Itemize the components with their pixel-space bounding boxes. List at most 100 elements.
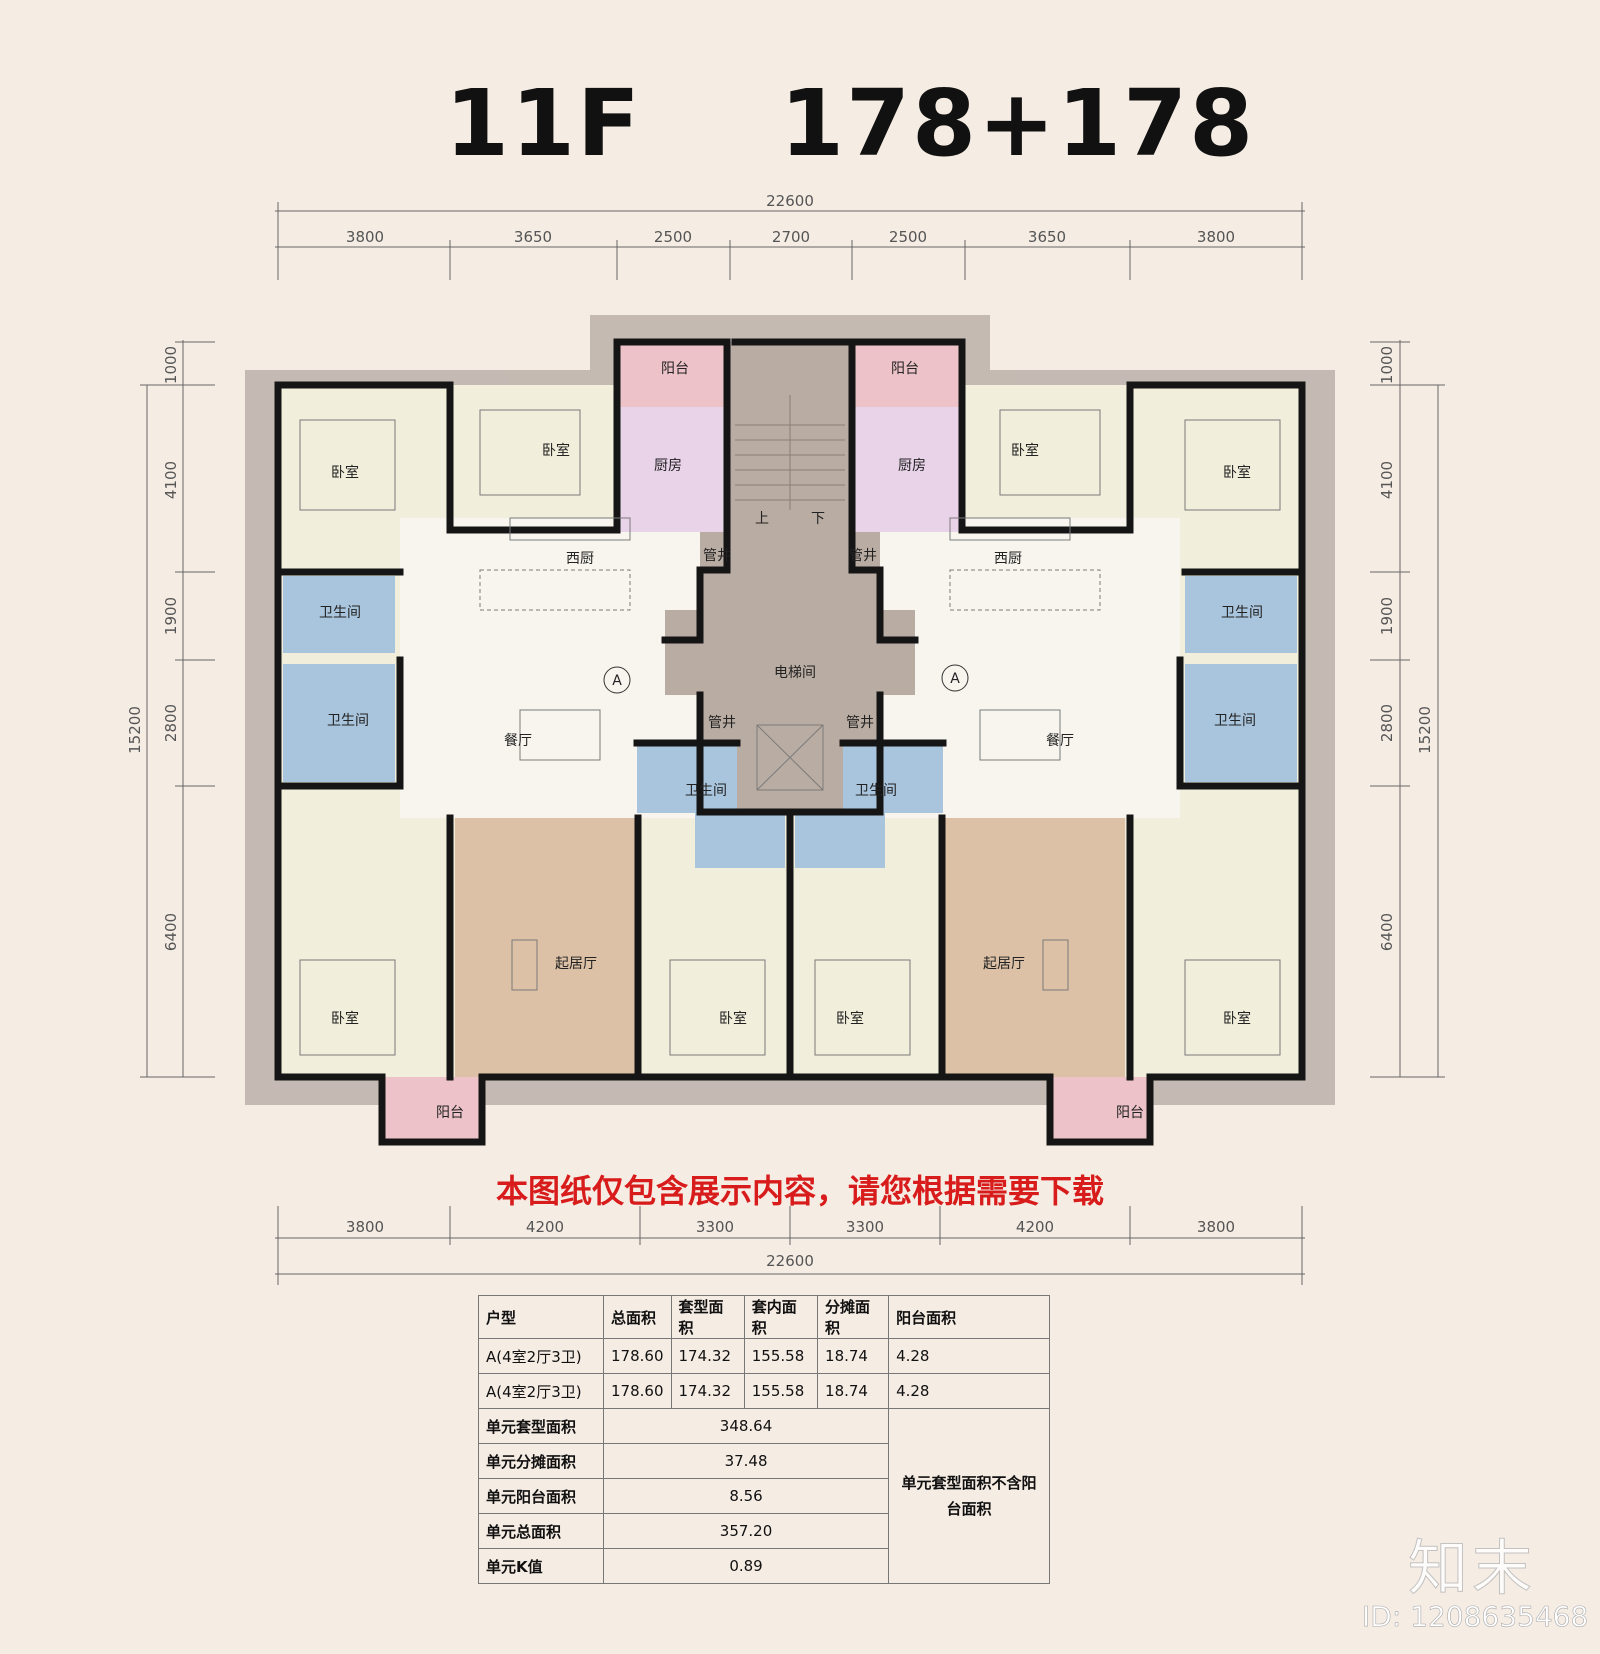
right-dim-labels: 1000 4100 1900 2800 6400 15200: [1378, 346, 1434, 951]
table-cell: 178.60: [603, 1338, 672, 1374]
table-header: 套型面积: [670, 1295, 745, 1339]
table-cell: 4.28: [888, 1373, 1050, 1409]
stair-down-label: 下: [811, 511, 825, 527]
right-dim-4: 2800: [1378, 704, 1396, 742]
bathroom-label-4: 卫生间: [1214, 713, 1256, 729]
kitchen-label-2: 厨房: [898, 458, 926, 474]
bedroom-label-1: 卧室: [331, 464, 359, 481]
right-dim-3: 1900: [1378, 597, 1396, 635]
table-header: 分摊面积: [817, 1295, 890, 1339]
table-cell: 174.32: [670, 1373, 745, 1409]
right-dim-2: 4100: [1378, 461, 1396, 499]
shaft-label-2: 管井: [849, 548, 877, 564]
top-total-dimension: 22600: [766, 192, 814, 210]
bottom-dim-4: 3300: [846, 1218, 884, 1236]
room-labels: 阳台 阳台 厨房 厨房 卧室 卧室 卧室 卧室 卧室 卧室 卧室 卧室 西厨 西…: [319, 361, 1263, 1121]
top-dim-7: 3800: [1197, 228, 1235, 246]
table-row: A(4室2厅3卫) 178.60 174.32 155.58 18.74 4.2…: [478, 1338, 1050, 1374]
summary-row: 单元K值 0.89: [478, 1548, 1050, 1584]
left-dim-4: 2800: [162, 704, 180, 742]
bottom-dim-5: 4200: [1016, 1218, 1054, 1236]
top-dim-3: 2500: [654, 228, 692, 246]
table-header: 总面积: [603, 1295, 672, 1339]
dining-label-1: 餐厅: [504, 733, 532, 749]
bathroom-label-2: 卫生间: [1221, 605, 1263, 621]
living-label-2: 起居厅: [983, 956, 1025, 972]
walls: [274, 338, 1306, 1146]
summary-value: 357.20: [602, 1513, 890, 1549]
left-dim-1: 1000: [162, 346, 180, 384]
unit-tag-left: A: [612, 673, 622, 689]
summary-value: 37.48: [602, 1443, 890, 1479]
bottom-dim-1: 3800: [346, 1218, 384, 1236]
western-kitchen-label-2: 西厨: [994, 551, 1022, 567]
left-total-dimension: 15200: [126, 706, 144, 754]
shaft-label-4: 管井: [846, 715, 874, 731]
bottom-dimensions: [275, 1206, 1305, 1285]
table-header-row: 户型 总面积 套型面积 套内面积 分摊面积 阳台面积: [478, 1295, 1050, 1339]
dining-label-2: 餐厅: [1046, 733, 1074, 749]
bottom-dim-3: 3300: [696, 1218, 734, 1236]
bedroom-label-5: 卧室: [331, 1010, 359, 1027]
table-cell: 178.60: [603, 1373, 672, 1409]
top-dim-1: 3800: [346, 228, 384, 246]
balcony-label-3: 阳台: [436, 1105, 464, 1121]
kitchen-label-1: 厨房: [654, 458, 682, 474]
bathroom-label-6: 卫生间: [855, 783, 897, 799]
bathroom-label-3: 卫生间: [327, 713, 369, 729]
bottom-total-dimension: 22600: [766, 1252, 814, 1270]
summary-label: 单元阳台面积: [478, 1478, 604, 1514]
bottom-segment-labels: 3800 4200 3300 3300 4200 3800: [346, 1218, 1235, 1236]
bedroom-label-7: 卧室: [836, 1010, 864, 1027]
table-cell: 18.74: [817, 1338, 890, 1374]
right-total-dimension: 15200: [1416, 706, 1434, 754]
summary-value: 0.89: [602, 1548, 890, 1584]
bedroom-label-8: 卧室: [1223, 1010, 1251, 1027]
brand-logo: 知末: [1408, 1534, 1536, 1605]
elevator-hall-label: 电梯间: [774, 665, 816, 681]
western-kitchen-label-1: 西厨: [566, 551, 594, 567]
left-dim-3: 1900: [162, 597, 180, 635]
table-header: 户型: [478, 1295, 604, 1339]
table-row: A(4室2厅3卫) 178.60 174.32 155.58 18.74 4.2…: [478, 1373, 1050, 1409]
top-dim-6: 3650: [1028, 228, 1066, 246]
right-dimensions: [1370, 340, 1445, 1078]
summary-label: 单元总面积: [478, 1513, 604, 1549]
table-cell: 155.58: [743, 1373, 819, 1409]
summary-label: 单元分摊面积: [478, 1443, 604, 1479]
bedroom-label-3: 卧室: [1011, 442, 1039, 459]
top-dim-5: 2500: [889, 228, 927, 246]
living-label-1: 起居厅: [555, 956, 597, 972]
bedroom-label-4: 卧室: [1223, 464, 1251, 481]
top-segment-labels: 3800 3650 2500 2700 2500 3650 3800: [346, 228, 1235, 246]
balcony-label-1: 阳台: [661, 361, 689, 377]
summary-row: 单元阳台面积 8.56: [478, 1478, 1050, 1514]
summary-row: 单元套型面积 348.64 单元套型面积不含阳台面积: [478, 1408, 1050, 1584]
bathroom-label-1: 卫生间: [319, 605, 361, 621]
furniture: [299, 409, 1281, 1056]
table-cell: A(4室2厅3卫): [478, 1373, 604, 1409]
left-dim-2: 4100: [162, 461, 180, 499]
summary-value: 348.64: [602, 1408, 890, 1444]
table-cell: 4.28: [888, 1338, 1050, 1374]
summary-label: 单元K值: [478, 1548, 604, 1584]
shaft-label-1: 管井: [703, 548, 731, 564]
unit-area-title: 178+178: [780, 70, 1256, 177]
stair-up-label: 上: [755, 511, 769, 527]
balcony-label-2: 阳台: [891, 361, 919, 377]
summary-label: 单元套型面积: [478, 1408, 604, 1444]
bedroom-label-6: 卧室: [719, 1010, 747, 1027]
balcony-label-4: 阳台: [1116, 1105, 1144, 1121]
top-dim-4: 2700: [772, 228, 810, 246]
right-dim-1: 1000: [1378, 346, 1396, 384]
bottom-dim-2: 4200: [526, 1218, 564, 1236]
left-dimensions: [140, 340, 215, 1078]
left-dim-labels: 1000 4100 1900 2800 6400 15200: [126, 346, 180, 951]
top-dim-2: 3650: [514, 228, 552, 246]
area-table: 户型 总面积 套型面积 套内面积 分摊面积 阳台面积 A(4室2厅3卫) 178…: [478, 1295, 1050, 1584]
table-header: 套内面积: [743, 1295, 819, 1339]
summary-value: 8.56: [602, 1478, 890, 1514]
table-cell: 18.74: [817, 1373, 890, 1409]
stair-treads: [735, 395, 845, 510]
